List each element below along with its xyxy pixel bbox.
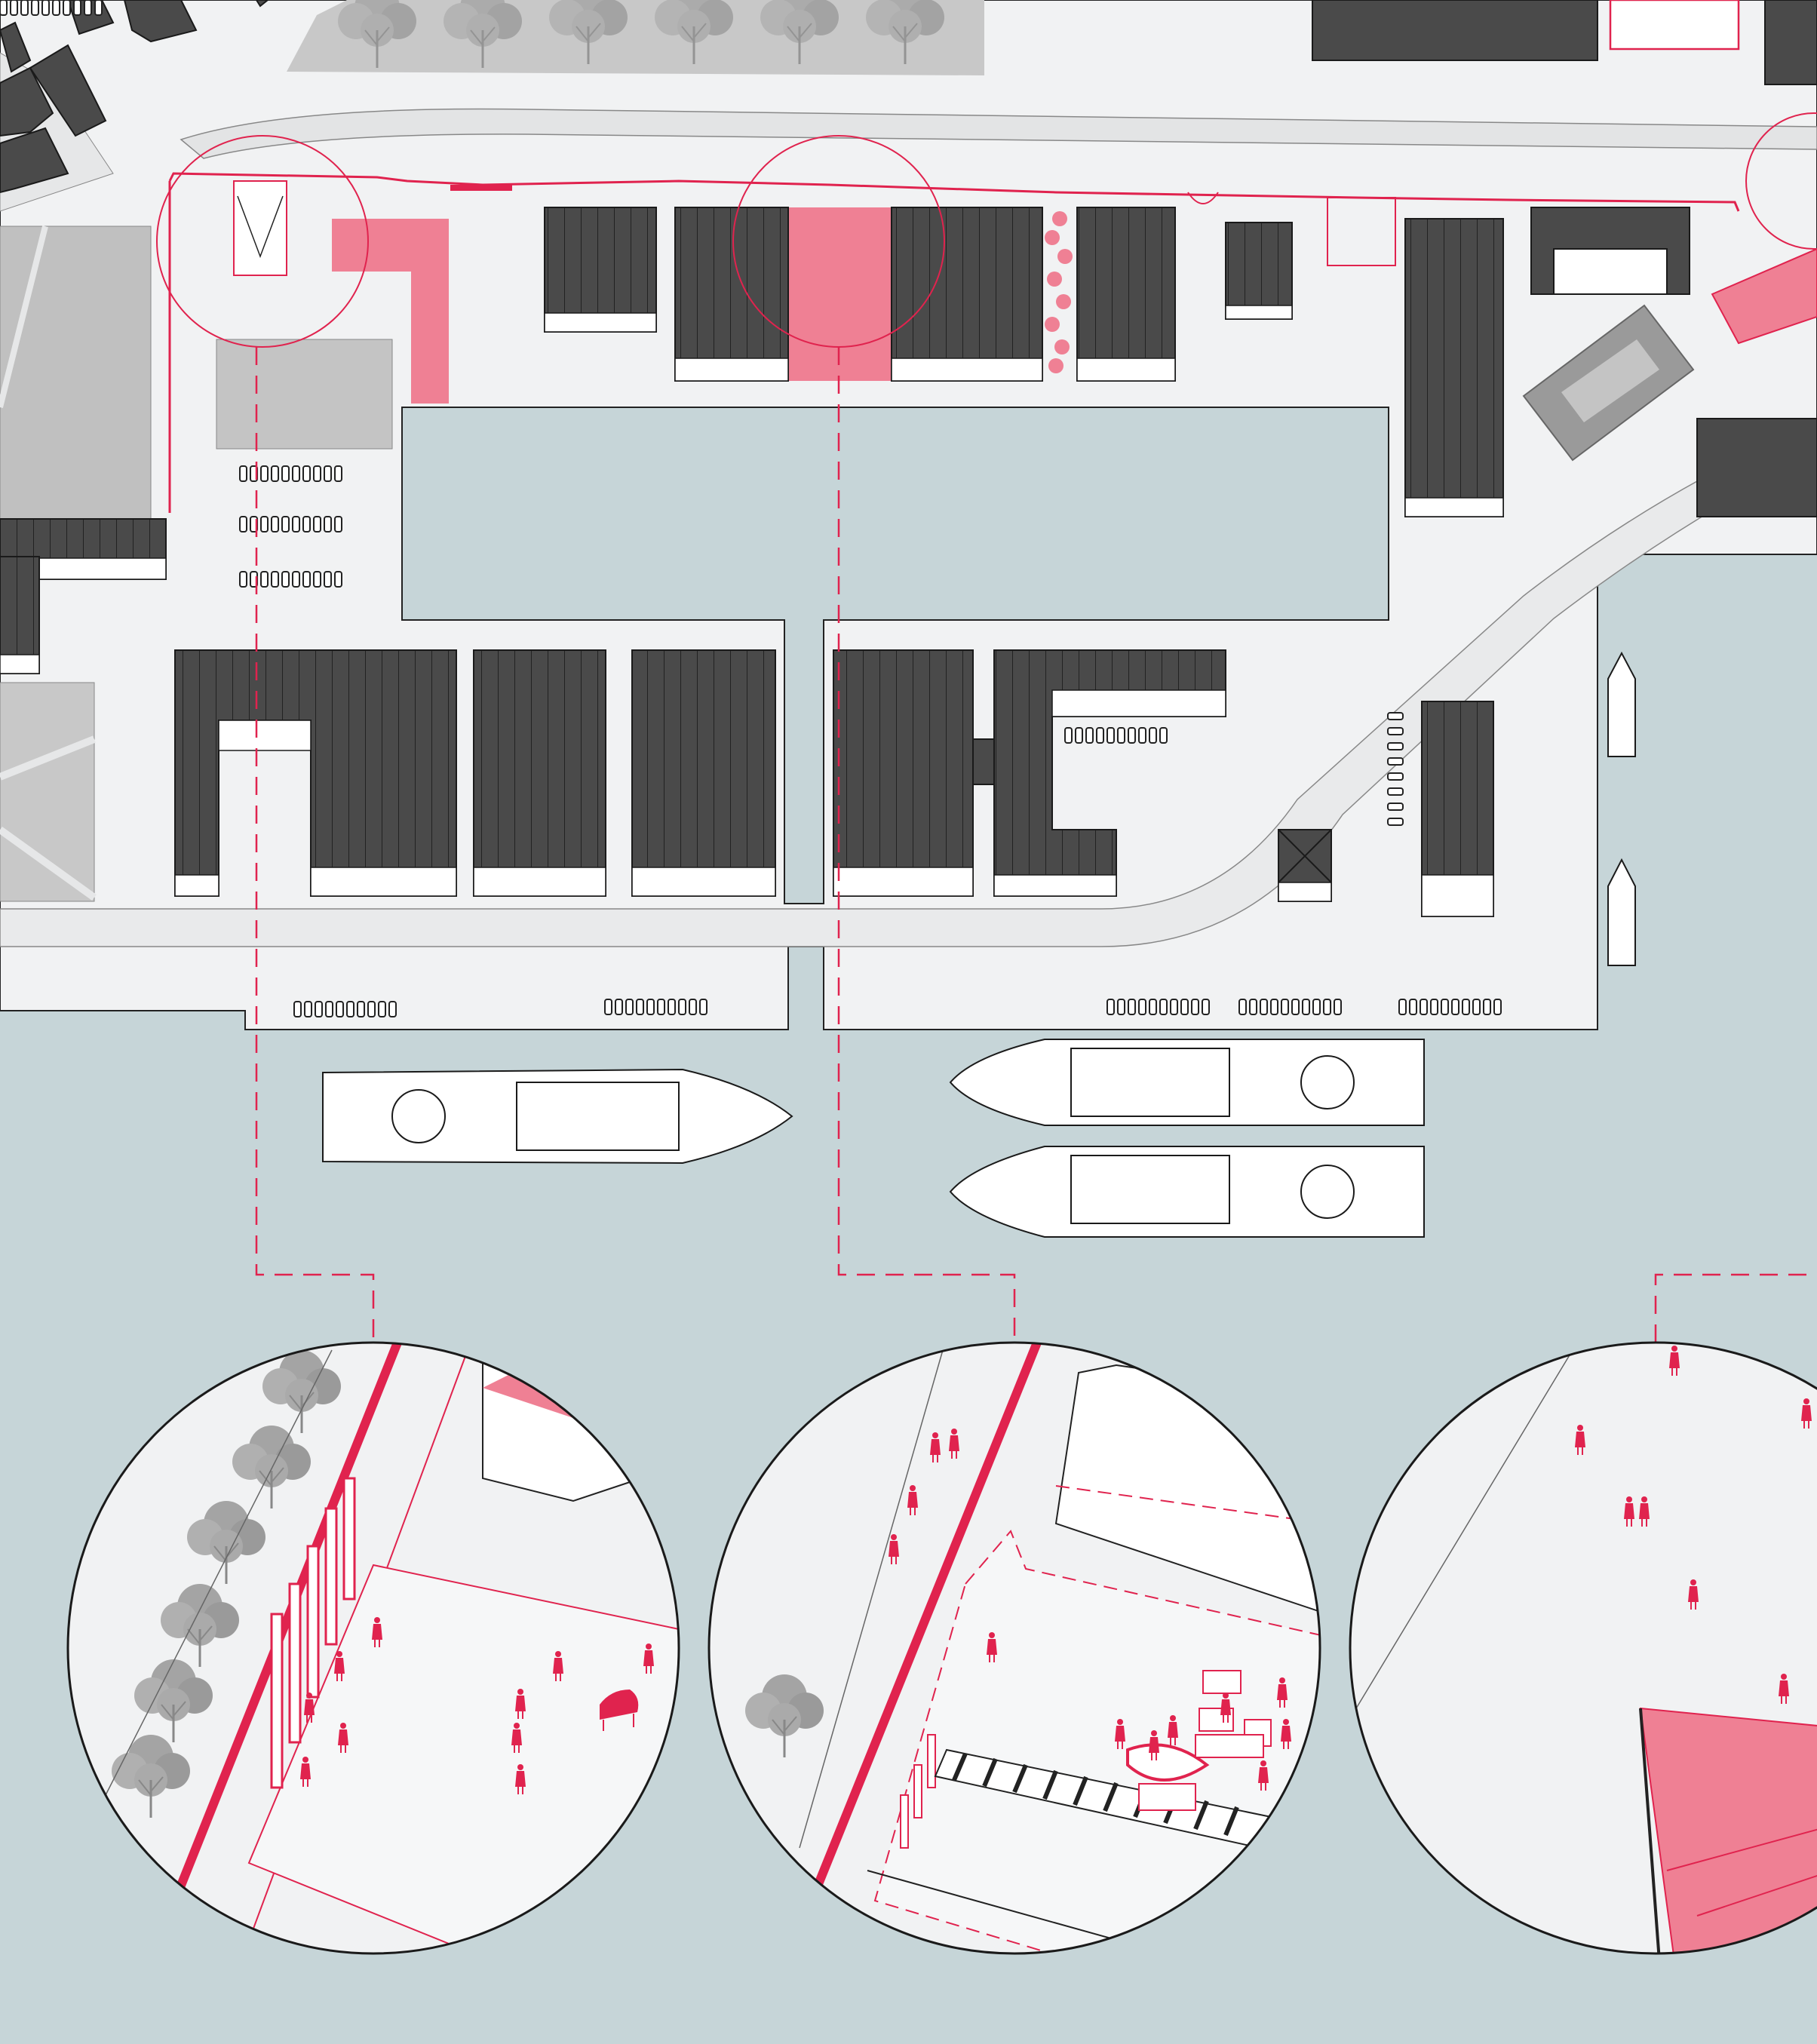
red-tree-column [1045,211,1073,373]
boat-icon [949,1146,1425,1238]
town-buildings [0,0,269,194]
boat-icon [1607,858,1636,966]
facades [544,305,1504,517]
detail-left [66,1341,680,1955]
piano-icon [600,1690,639,1731]
pink-plaza [788,207,892,381]
building-top-right [1312,0,1598,61]
pink-l-block [332,219,449,404]
boat-icon [322,1068,793,1165]
detail-center [707,1341,1321,1955]
main-road [180,108,1817,159]
detail-right [1349,1341,1817,1955]
basin [401,407,1389,621]
parking-plot [216,339,393,450]
boat-icon [949,1039,1425,1126]
channel [784,620,824,904]
boat-icon [1607,651,1636,757]
grey-lot-bottom [0,682,95,902]
red-wall-line [168,172,1740,513]
boat-icon-group [322,651,1636,1238]
leader-lines [255,347,1817,1343]
grey-lot-left [0,226,152,525]
hangars-top [544,207,1817,517]
